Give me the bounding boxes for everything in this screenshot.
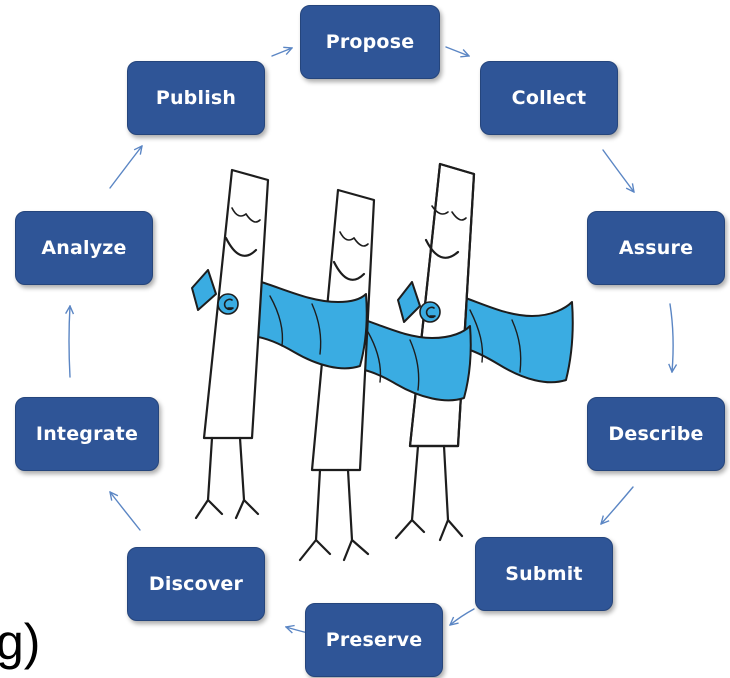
arrow-analyze-to-publish bbox=[109, 146, 142, 189]
stage-node-describe[interactable]: Describe bbox=[587, 397, 725, 471]
arrow-publish-to-propose bbox=[271, 48, 292, 57]
arrow-collect-to-assure bbox=[602, 149, 634, 192]
arrow-propose-to-collect bbox=[445, 46, 469, 56]
stage-node-propose[interactable]: Propose bbox=[300, 5, 440, 79]
cape-left bbox=[237, 275, 368, 370]
cycle-arrows bbox=[69, 46, 673, 634]
stage-node-submit[interactable]: Submit bbox=[475, 537, 613, 611]
stage-node-analyze[interactable]: Analyze bbox=[15, 211, 153, 285]
stage-node-publish[interactable]: Publish bbox=[127, 61, 265, 135]
mascot-left bbox=[191, 168, 368, 520]
arrow-submit-to-preserve bbox=[450, 608, 475, 625]
mascot-illustration bbox=[191, 162, 574, 562]
arrow-integrate-to-analyze bbox=[69, 306, 70, 378]
cropped-text-fragment: g) bbox=[0, 614, 41, 670]
arrow-assure-to-describe bbox=[670, 303, 673, 372]
stage-node-assure[interactable]: Assure bbox=[587, 211, 725, 285]
stage-node-integrate[interactable]: Integrate bbox=[15, 397, 159, 471]
stage-node-preserve[interactable]: Preserve bbox=[305, 603, 443, 677]
mascot-left-badge bbox=[217, 293, 239, 315]
arrow-describe-to-submit bbox=[601, 486, 634, 524]
stage-node-collect[interactable]: Collect bbox=[480, 61, 618, 135]
stage-node-discover[interactable]: Discover bbox=[127, 547, 265, 621]
arrow-discover-to-integrate bbox=[110, 492, 141, 531]
mascot-right-badge bbox=[419, 301, 441, 323]
